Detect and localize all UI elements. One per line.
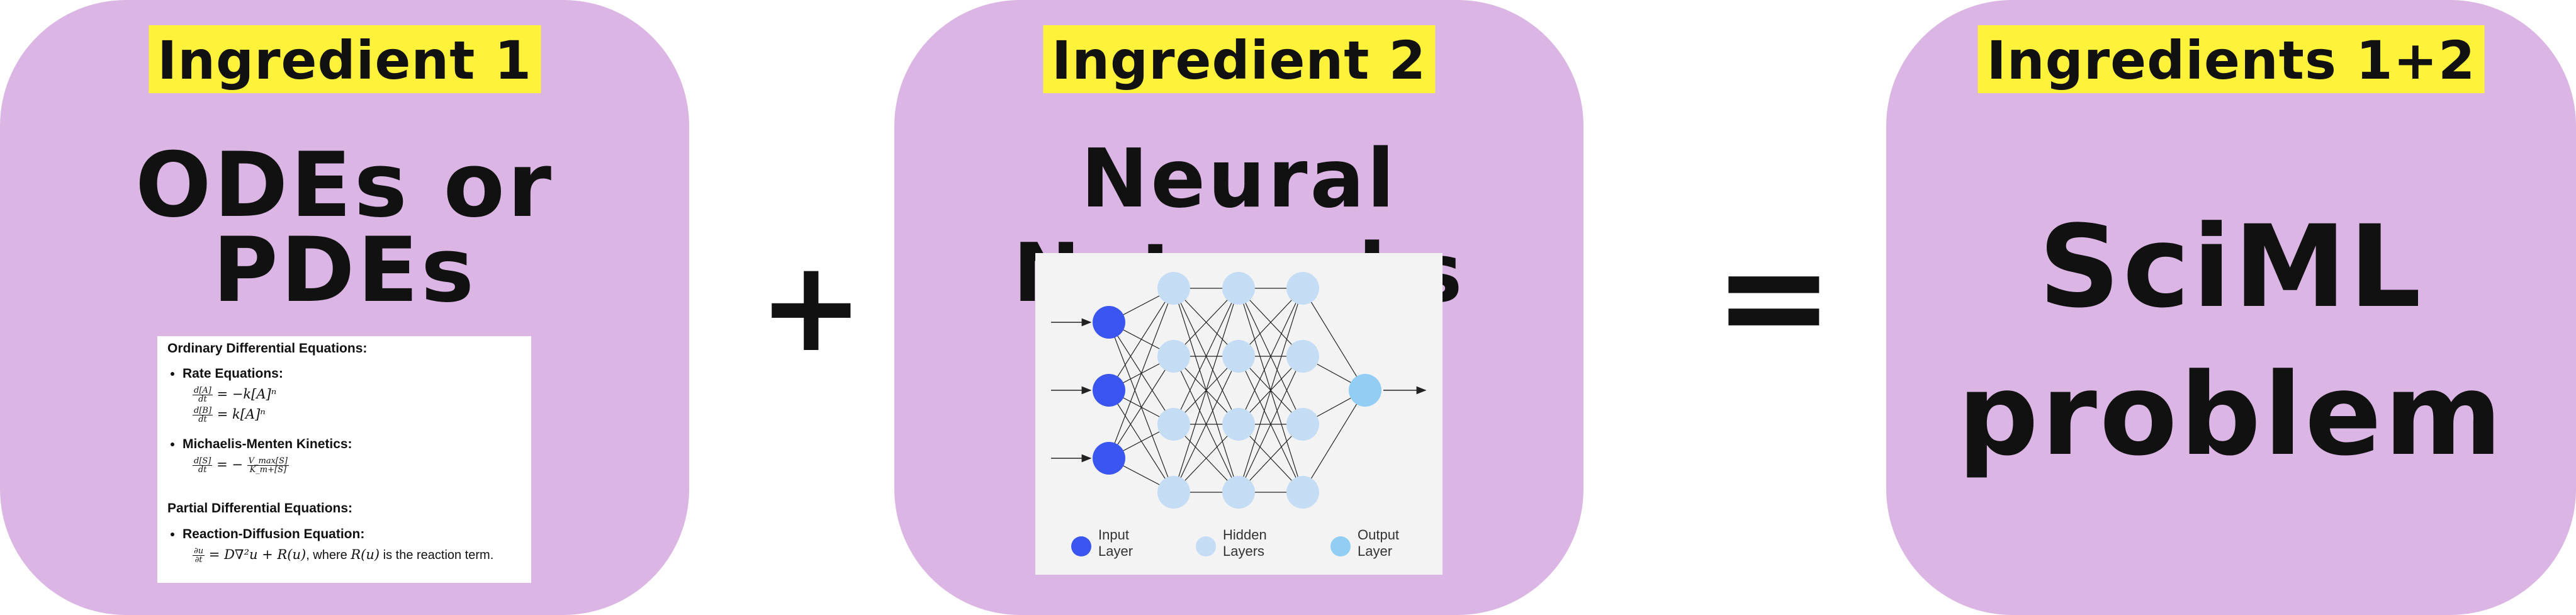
reaction-diffusion-label: Reaction-Diffusion Equation: [183,527,364,542]
hidden-node [1286,340,1319,373]
ingredient-1-title-line2: PDEs [212,218,477,322]
ingredient-1-title-line1: ODEs or [135,133,554,237]
hidden-node [1157,272,1190,305]
hidden-node [1157,340,1190,373]
connection-line [1108,288,1174,391]
input-node [1093,442,1125,475]
connection-line [1238,288,1303,493]
connection-line [1108,356,1174,459]
connection-line [1302,390,1366,493]
rate-equation-2: d[B]dt = k[A]ⁿ [193,406,266,424]
hidden-node [1286,476,1319,509]
hidden-node [1222,476,1255,509]
connection-line [1108,288,1174,459]
result-card: Ingredients 1+2 SciML problem [1886,0,2576,615]
output-node [1349,374,1381,407]
ode-heading: Ordinary Differential Equations: [167,341,368,356]
connection-line [1302,288,1366,391]
hidden-node [1222,272,1255,305]
connection-line [1238,356,1303,493]
rate-equation-1: d[A]dt = −k[A]ⁿ [193,386,277,404]
equations-panel: Ordinary Differential Equations: Rate Eq… [157,336,531,583]
legend-output-dot [1330,536,1351,556]
hidden-node [1157,408,1190,441]
ingredient-1-card: Ingredient 1 ODEs or PDEs [0,0,689,615]
input-node [1093,374,1125,407]
michaelis-menten-label: Michaelis-Menten Kinetics: [183,437,352,452]
result-title-line2: problem [1957,349,2505,481]
hidden-node [1286,272,1319,305]
hidden-node [1286,408,1319,441]
result-title-line1: SciML [2039,201,2424,333]
legend-input-dot [1071,536,1091,556]
equals-sign: = [1713,213,1835,381]
plus-sign: + [758,234,864,380]
connection-line [1173,288,1239,493]
connection-line [1173,288,1239,425]
hidden-node [1222,340,1255,373]
michaelis-menten-equation: d[S]dt = − V_max[S]K_m+[S] [193,456,289,475]
connection-line [1238,288,1303,425]
rate-equations-label: Rate Equations: [183,366,283,381]
pde-heading: Partial Differential Equations: [167,501,353,516]
neural-network-svg [1051,272,1427,556]
reaction-diffusion-equation: ∂u∂t = D∇²u + R(u), where R(u) is the re… [193,546,494,565]
hidden-node [1222,408,1255,441]
hidden-node [1157,476,1190,509]
connection-line [1173,356,1239,493]
ingredient-1-tag: Ingredient 1 [148,25,541,93]
input-node [1093,306,1125,339]
legend-hidden-dot [1196,536,1216,556]
result-tag: Ingredients 1+2 [1977,25,2485,93]
ingredient-2-tag: Ingredient 2 [1042,25,1436,93]
